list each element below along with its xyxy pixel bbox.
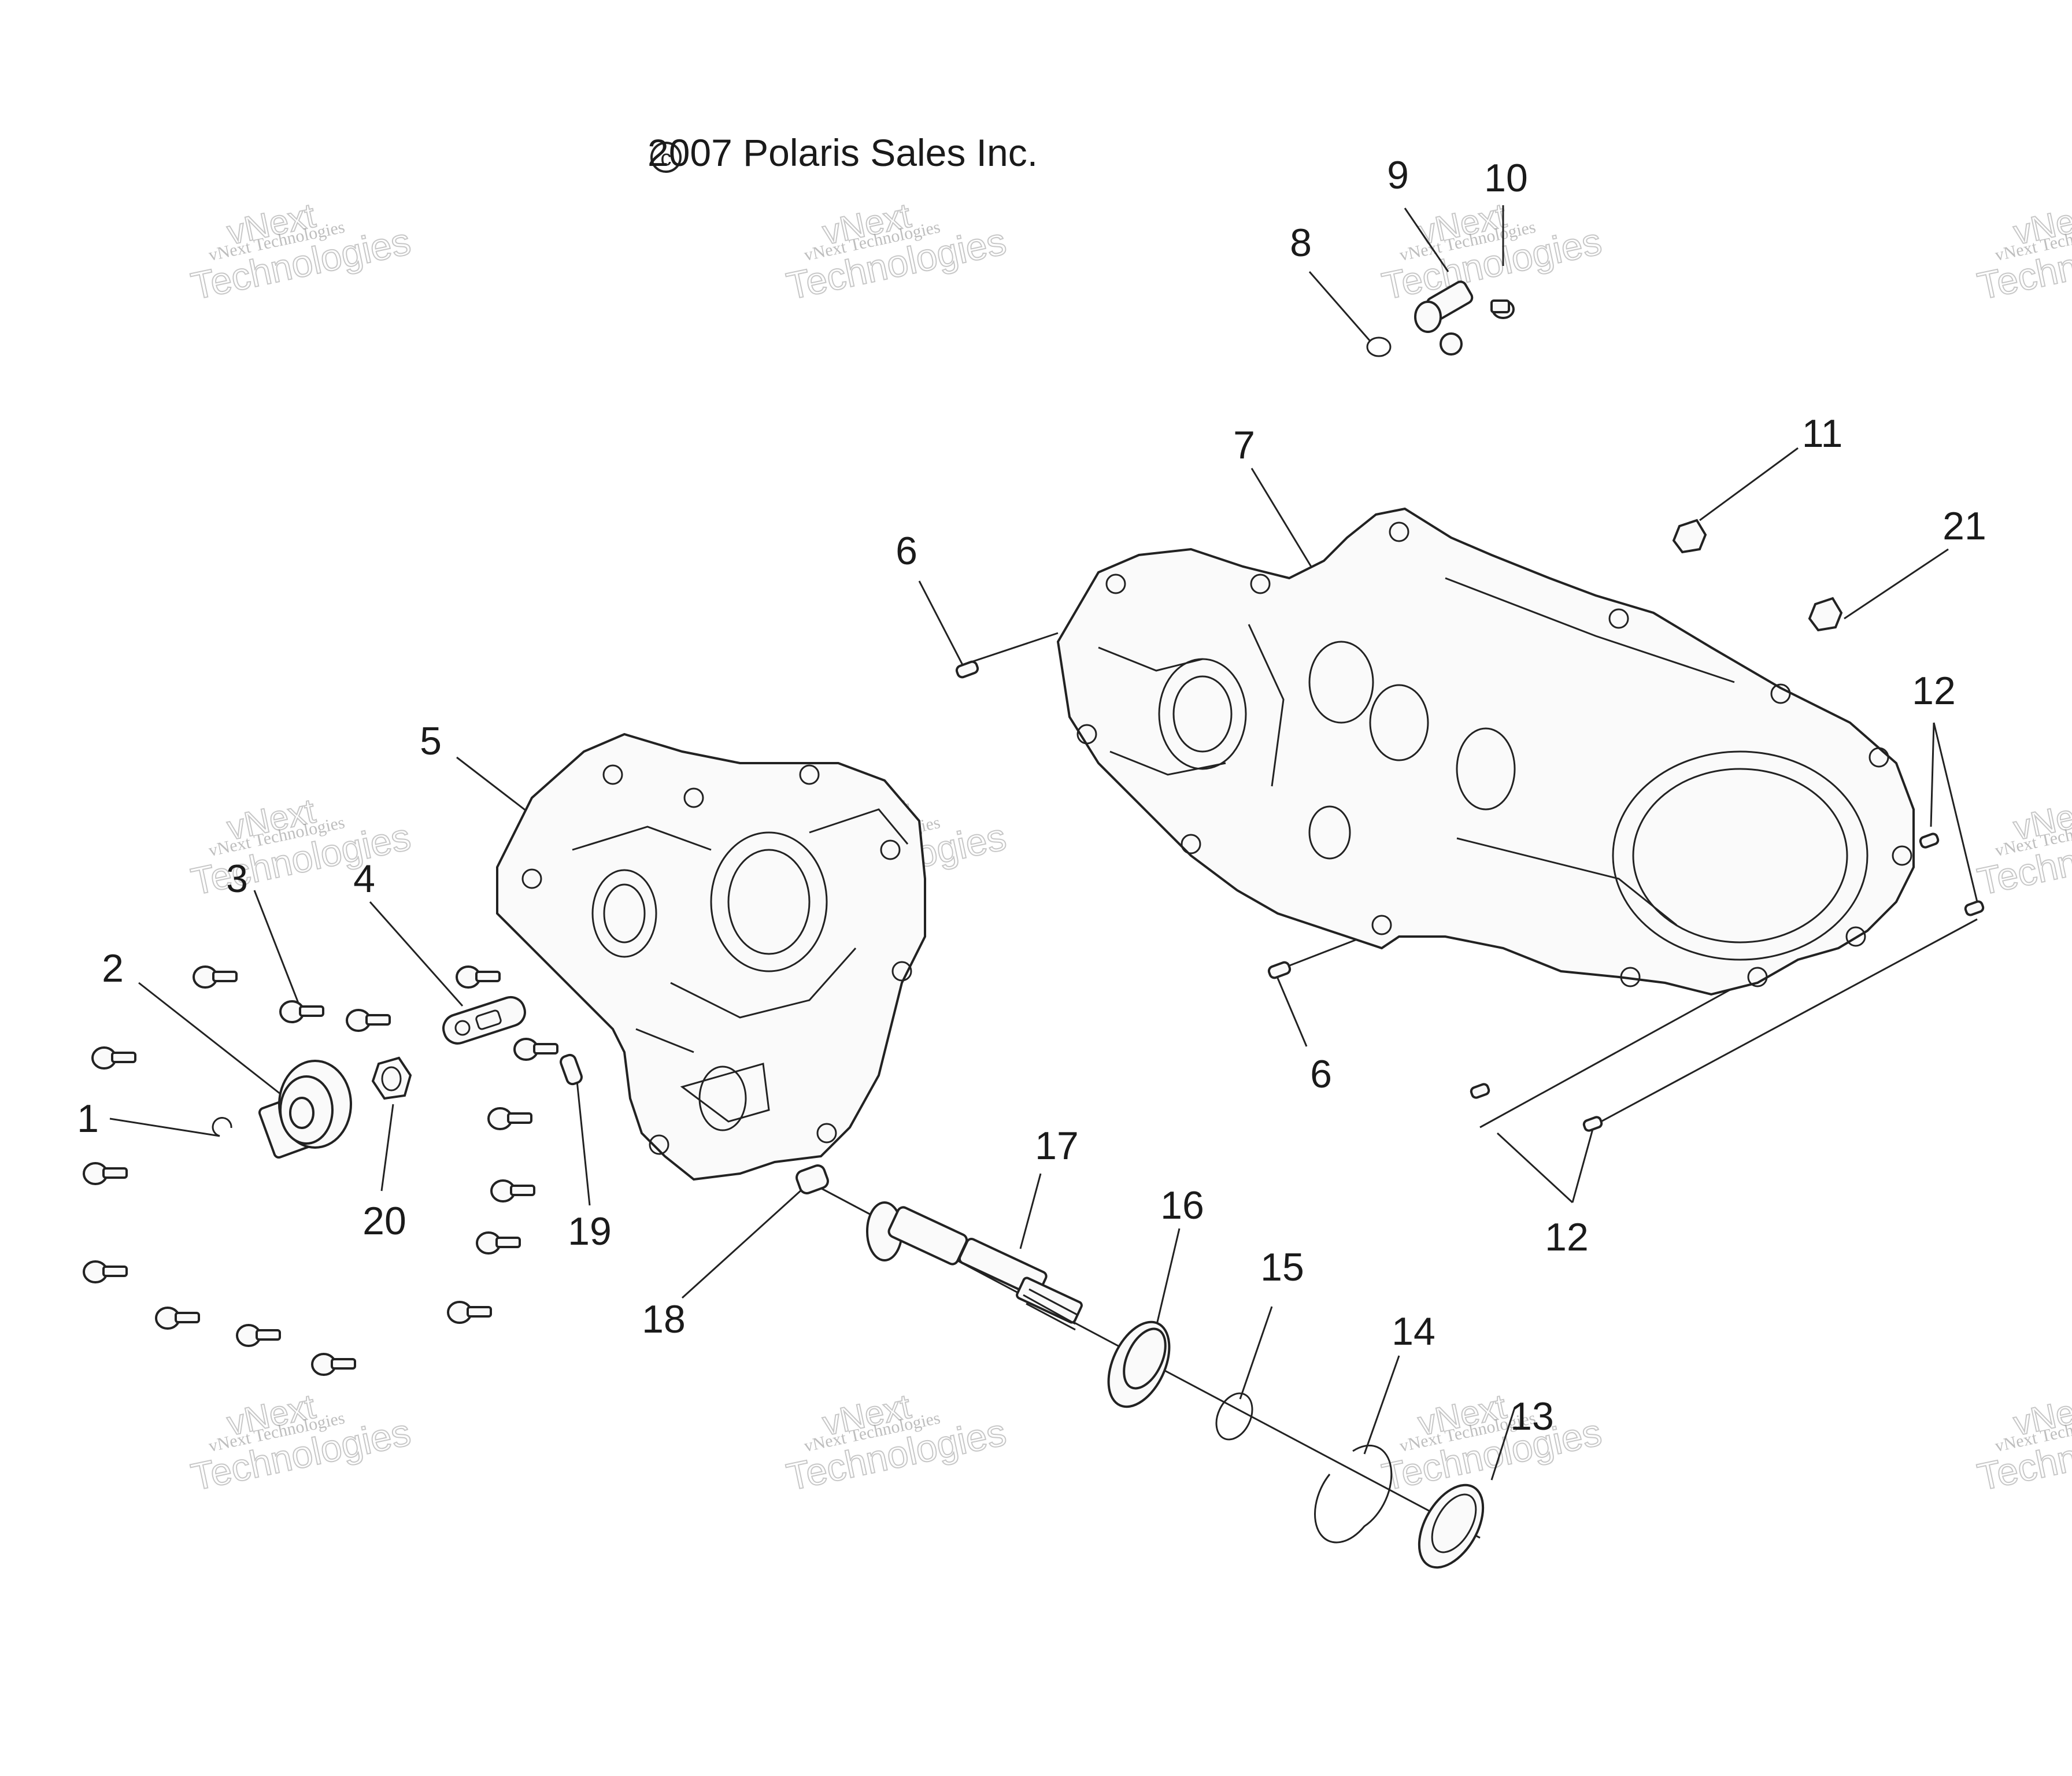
part-17-shaft [866,1201,1083,1331]
copyright-letter: c [661,146,672,171]
callout-10: 10 [1484,156,1528,200]
part-5-front-housing [496,732,926,1181]
callout-8: 8 [1290,221,1312,265]
callout-20: 20 [362,1199,406,1243]
callout-16: 16 [1160,1183,1204,1227]
part-6-dowels [955,660,1292,979]
part-12-dowels [1470,832,1985,1132]
part-4-plate [442,996,526,1045]
callout-12-lower: 12 [1545,1215,1589,1259]
part-13-seal [1418,1483,1485,1569]
part-7-main-case [1056,507,1915,996]
callout-4: 4 [353,857,375,901]
part-10-bolt [1490,299,1515,319]
copyright-circle [650,142,682,173]
callout-6-upper: 6 [896,529,917,573]
part-9-sensor [1414,280,1474,356]
callout-6-lower: 6 [1310,1052,1332,1096]
callout-11: 11 [1801,412,1843,456]
callout-9: 9 [1387,153,1409,197]
part-21-plug [1808,597,1843,632]
part-16-bearing [1107,1320,1171,1408]
callout-1: 1 [77,1097,99,1141]
callout-15: 15 [1260,1245,1304,1289]
callout-18: 18 [642,1297,686,1341]
part-8-o-ring [1366,336,1392,357]
callout-5: 5 [420,719,442,763]
copyright-text: 2007 Polaris Sales Inc. [648,131,1038,174]
part-3-bolts [83,965,558,1376]
part-20-nut [371,1056,412,1100]
part-1-clip [212,1117,232,1137]
callout-2: 2 [102,946,124,990]
callout-7: 7 [1233,423,1255,467]
callout-12-upper: 12 [1912,669,1956,713]
part-2-bearing [258,1060,352,1159]
callout-19: 19 [568,1209,612,1253]
callout-17: 17 [1035,1124,1079,1168]
callout-21: 21 [1942,504,1986,548]
callout-3: 3 [226,857,248,901]
part-19-dowel [560,1053,583,1086]
callout-13: 13 [1510,1394,1554,1438]
part-14-circlip [1314,1444,1393,1544]
part-11-plug [1672,519,1707,554]
part-18-bushing [796,1164,829,1194]
part-15-snap-ring [1215,1392,1253,1441]
callout-14: 14 [1392,1309,1435,1353]
